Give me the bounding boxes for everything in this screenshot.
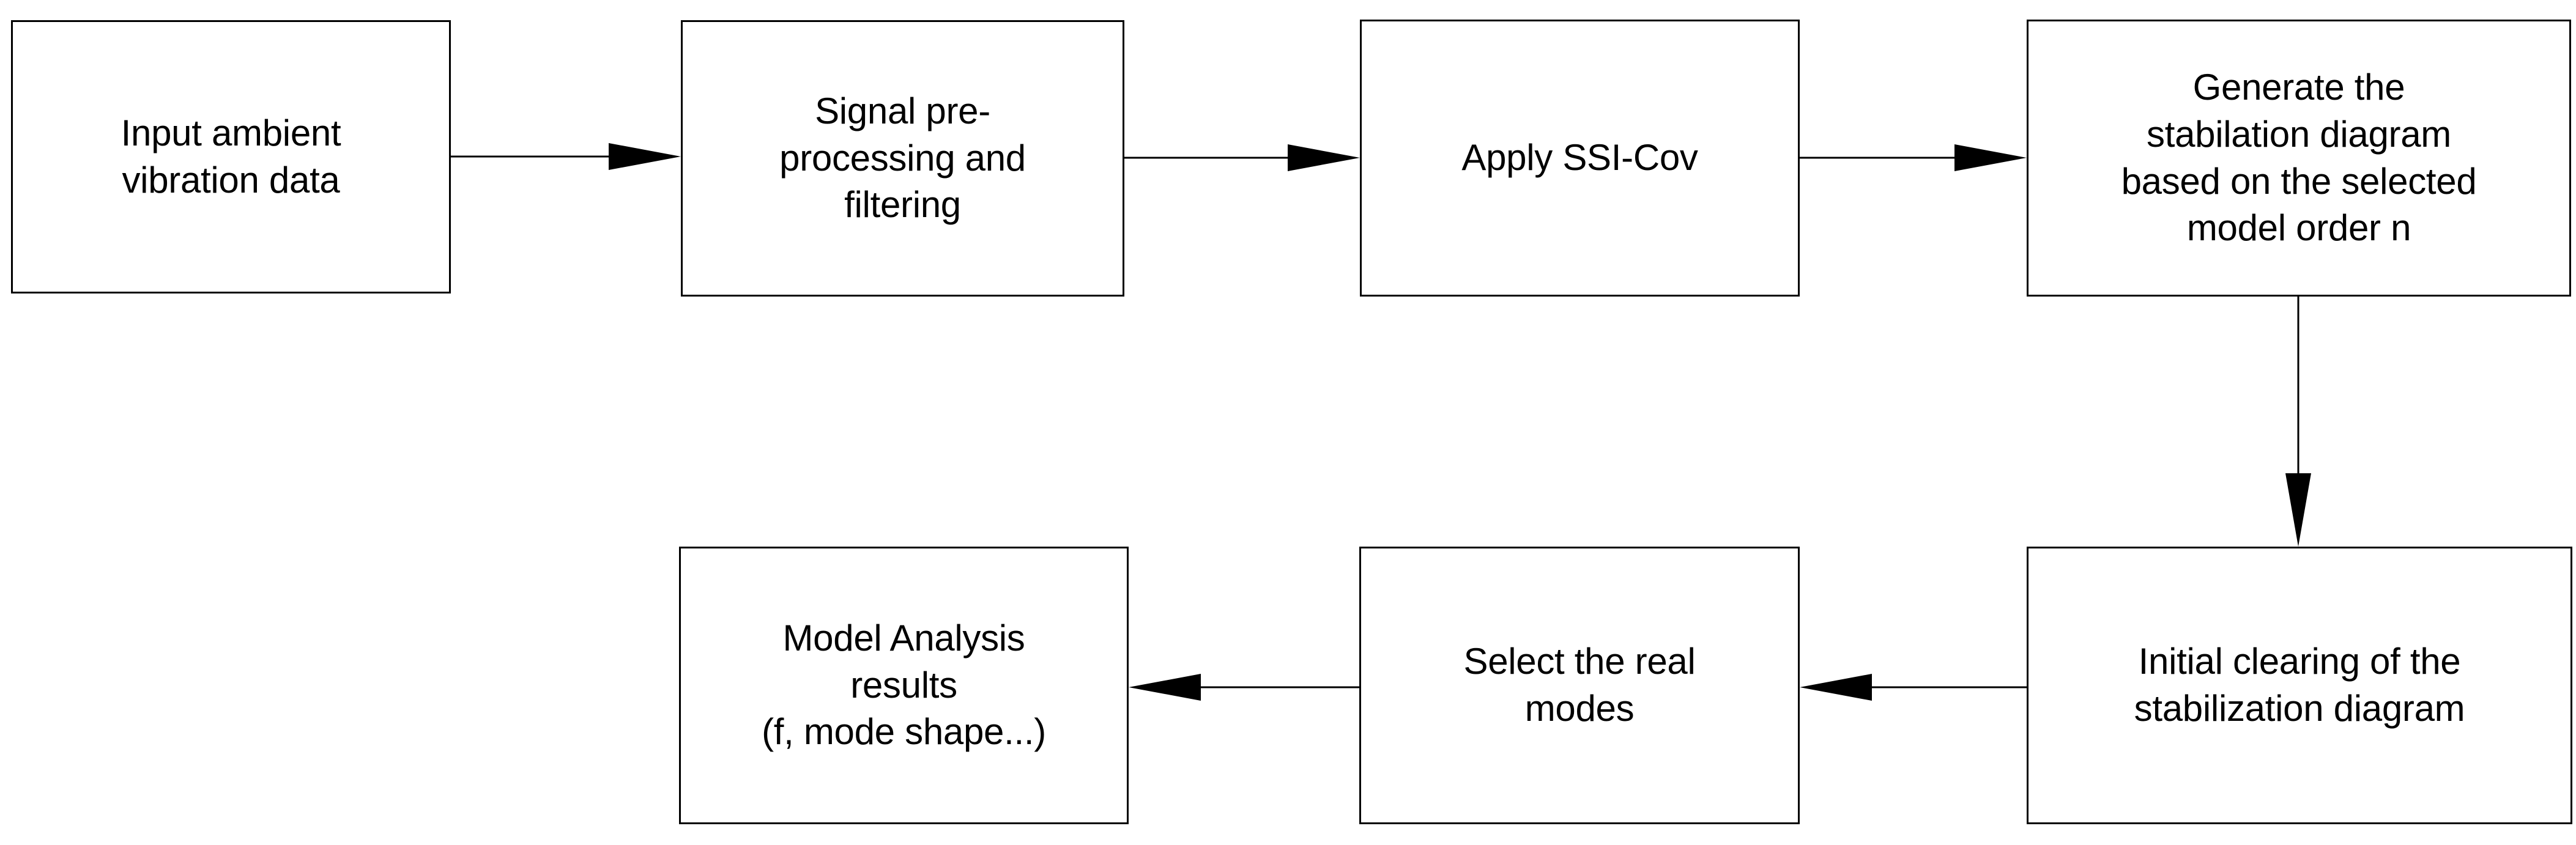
node-generate-the-stabilation-diagram[interactable]: Generate the stabilation diagram based o… (2027, 20, 2571, 297)
node-input-ambient-vibration-data[interactable]: Input ambient vibration data (11, 20, 451, 293)
arrowhead-icon (2285, 473, 2311, 547)
arrowhead-icon (1288, 144, 1360, 171)
node-label: Select the real modes (1463, 641, 1696, 729)
node-initial-clearing-of-the-stabilization-diagram[interactable]: Initial clearing of the stabilization di… (2027, 547, 2572, 824)
arrowhead-icon (1954, 144, 2027, 171)
node-label: Input ambient vibration data (121, 112, 341, 201)
edge-arrow-generate-to-initial-clearing (2262, 260, 2335, 583)
node-label: Apply SSI-Cov (1461, 137, 1698, 179)
node-label: Model Analysis results (f, mode shape...… (762, 617, 1046, 753)
arrowhead-icon (609, 143, 681, 170)
node-select-the-real-modes[interactable]: Select the real modes (1359, 547, 1800, 824)
edge-arrow-input-to-preprocessing (414, 120, 718, 193)
node-label: Initial clearing of the stabilization di… (2134, 641, 2465, 729)
node-signal-pre-processing-and-filtering[interactable]: Signal pre- processing and filtering (681, 20, 1124, 297)
edge-arrow-initial-clearing-to-select-modes (1763, 651, 2063, 724)
edge-arrow-ssicov-to-generate (1763, 121, 2063, 194)
edge-arrow-select-modes-to-results (1092, 651, 1396, 724)
arrowhead-icon (1800, 674, 1872, 701)
node-label: Signal pre- processing and filtering (779, 90, 1026, 226)
arrowhead-icon (1129, 674, 1201, 701)
node-label: Generate the stabilation diagram based o… (2121, 66, 2477, 249)
edge-arrow-preprocessing-to-ssicov (1088, 121, 1397, 194)
node-model-analysis-results[interactable]: Model Analysis results (f, mode shape...… (679, 547, 1129, 824)
node-apply-ssi-cov[interactable]: Apply SSI-Cov (1360, 20, 1800, 297)
